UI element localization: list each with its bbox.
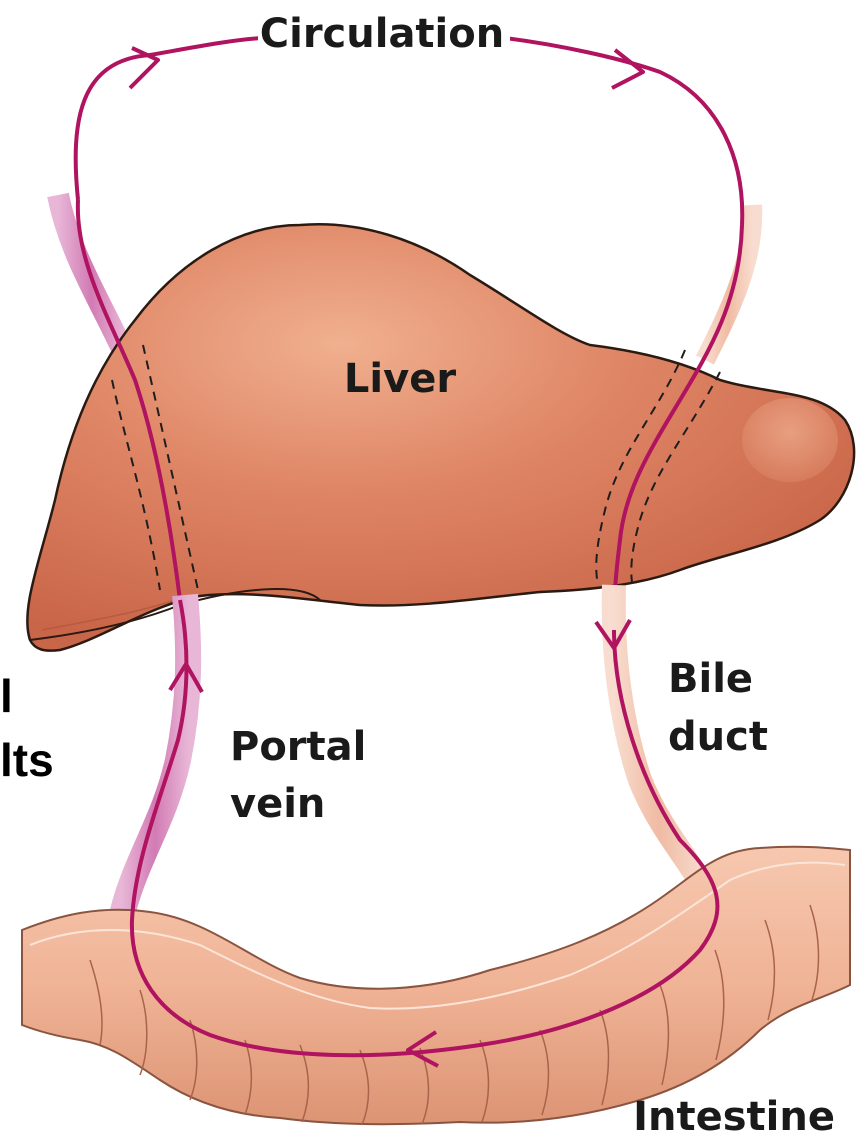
intestine-label: Intestine: [633, 1094, 835, 1139]
liver-right-lobe: [742, 398, 838, 482]
portal-vein-label-line2: vein: [230, 781, 325, 827]
bile-duct-label-line2: duct: [668, 714, 768, 760]
cropped-edge-text-line1: l: [0, 670, 13, 722]
portal-vein-label-line1: Portal: [230, 724, 366, 770]
circulation-pathway-right: [505, 38, 742, 225]
bile-duct-upper: [705, 205, 752, 360]
liver-label: Liver: [344, 356, 456, 402]
portal-vein-lower: [122, 595, 188, 915]
bile-duct-label-line1: Bile: [668, 656, 753, 702]
arrow-right-icon: [612, 50, 643, 88]
circulation-pathway: [76, 38, 262, 200]
circulation-label: Circulation: [260, 11, 504, 57]
cropped-edge-text-line2: lts: [0, 734, 54, 786]
